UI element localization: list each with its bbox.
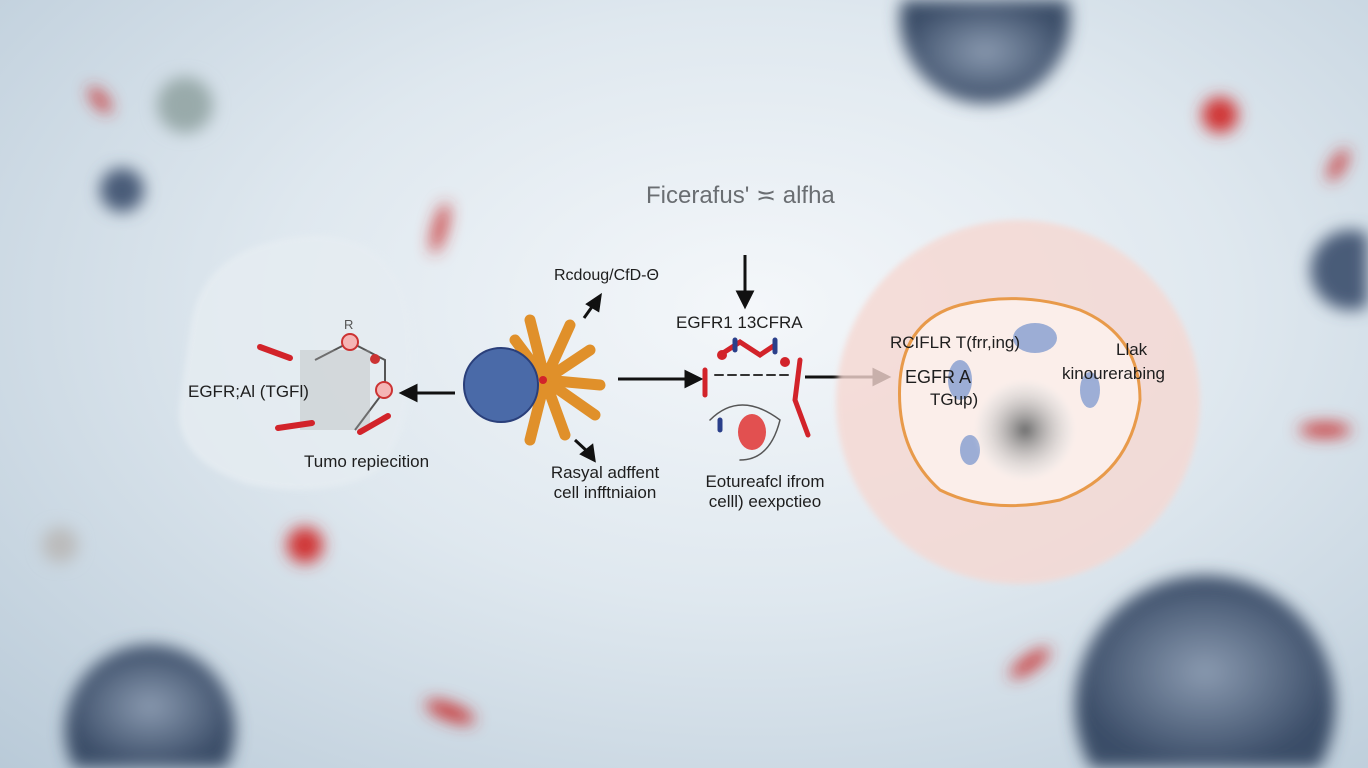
diagram-title: Ficerafus' ≍ alfha <box>646 182 835 209</box>
receptor-complex <box>702 337 811 461</box>
background-cells <box>42 0 1368 768</box>
left-top-label: R <box>344 317 354 332</box>
right-label-5: kinourerabing <box>1062 364 1166 383</box>
center-upper-label: Rcdoug/CfD-Θ <box>554 267 659 284</box>
receptor-top-label: EGFR1 13CFRA <box>676 313 803 332</box>
right-label-1: RCIFLR T(frr,ing) <box>890 333 1021 352</box>
right-label-4: Llak <box>1116 340 1148 359</box>
center-caption-line2: cell infftniaion <box>553 483 657 502</box>
nucleus <box>977 382 1073 478</box>
right-label-2: EGFR A <box>905 367 972 387</box>
ligand-burst <box>509 314 606 446</box>
receptor-caption: Eotureafcl ifrom celll) eexpctieo <box>690 472 840 512</box>
receptor-caption-line1: Eotureafcl ifrom <box>705 472 825 491</box>
blue-cell <box>463 347 539 423</box>
right-label-3: TGup) <box>930 390 979 409</box>
center-caption-line1: Rasyal adffent <box>550 463 660 482</box>
left-receptor-label: EGFR;Al (TGFl) <box>188 382 309 401</box>
left-caption: Tumo repiecition <box>304 452 430 471</box>
center-caption: Rasyal adffent cell infftniaion <box>540 463 670 503</box>
left-cell <box>178 235 412 490</box>
receptor-caption-line2: celll) eexpctieo <box>708 492 822 511</box>
